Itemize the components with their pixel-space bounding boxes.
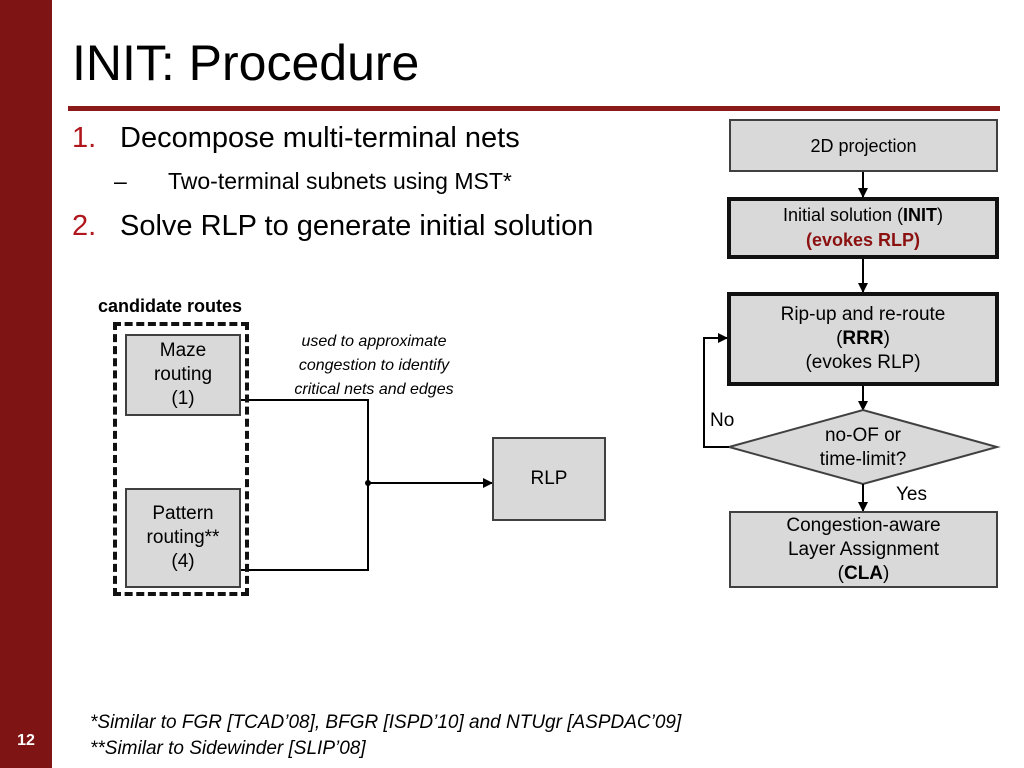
rrr-evokes: (evokes RLP) bbox=[805, 352, 921, 373]
pattern-line-3: (4) bbox=[171, 551, 195, 572]
usage-note: used to approximate congestion to identi… bbox=[268, 330, 480, 402]
footnote-1: *Similar to FGR [TCAD’08], BFGR [ISPD’10… bbox=[90, 712, 682, 733]
candidate-routes-label: candidate routes bbox=[98, 296, 243, 316]
sub-bullet-1: – Two-terminal subnets using MST* bbox=[114, 168, 512, 195]
slide-number: 12 bbox=[17, 732, 35, 749]
bullet-2: 2. Solve RLP to generate initial solution bbox=[72, 210, 593, 243]
bullet-2-number: 2. bbox=[72, 210, 97, 242]
rrr-line-1: Rip-up and re-route bbox=[780, 304, 946, 325]
note-line-2: congestion to identify bbox=[298, 357, 450, 374]
sub-bullet-1-text: Two-terminal subnets using MST* bbox=[168, 168, 512, 194]
pattern-line-1: Pattern bbox=[152, 503, 214, 524]
rrr-box: Rip-up and re-route (RRR) (evokes RLP) bbox=[727, 292, 999, 386]
cla-open: ( bbox=[837, 562, 844, 584]
maze-line-1: Maze bbox=[159, 340, 207, 361]
cla-line-2: Layer Assignment bbox=[787, 538, 940, 560]
footnote-2: **Similar to Sidewinder [SLIP’08] bbox=[90, 738, 366, 759]
sidebar-band bbox=[0, 0, 52, 768]
init-text: Initial solution ( bbox=[782, 205, 904, 225]
note-line-1: used to approximate bbox=[301, 333, 447, 350]
decision-line-2: time-limit? bbox=[819, 449, 907, 470]
rrr-open: ( bbox=[836, 328, 843, 349]
cla-line-3: (CLA) bbox=[838, 562, 890, 586]
bullet-1-number: 1. bbox=[72, 122, 97, 154]
maze-line-3: (1) bbox=[171, 388, 195, 409]
cla-close: ) bbox=[883, 562, 890, 584]
bullet-2-text: Solve RLP to generate initial solution bbox=[120, 210, 594, 242]
init-box: Initial solution (INIT) (evokes RLP) bbox=[727, 197, 999, 259]
candidate-routes-group bbox=[113, 322, 249, 596]
yes-label: Yes bbox=[896, 484, 927, 505]
title-divider bbox=[68, 106, 1000, 111]
maze-routing-box: Maze routing (1) bbox=[125, 334, 241, 416]
rlp-label: RLP bbox=[530, 468, 568, 489]
pattern-routing-box: Pattern routing** (4) bbox=[125, 488, 241, 588]
init-evokes: (evokes RLP) bbox=[805, 230, 921, 250]
slide-title: INIT: Procedure bbox=[72, 35, 420, 91]
pattern-line-2: routing** bbox=[146, 527, 220, 548]
decision-line-1: no-OF or bbox=[824, 425, 902, 446]
sub-bullet-dash: – bbox=[114, 168, 127, 194]
cla-line-1: Congestion-aware bbox=[786, 514, 941, 536]
init-close: ) bbox=[937, 205, 944, 225]
projection-box: 2D projection bbox=[729, 119, 998, 172]
cla-box: Congestion-aware Layer Assignment (CLA) bbox=[729, 511, 998, 588]
init-line-1: Initial solution (INIT) bbox=[783, 203, 943, 228]
decision-text: no-OF or time-limit? bbox=[760, 424, 966, 472]
projection-label: 2D projection bbox=[810, 135, 917, 156]
rlp-box: RLP bbox=[492, 437, 606, 521]
cla-bold: CLA bbox=[843, 562, 884, 584]
no-label: No bbox=[710, 410, 735, 431]
rrr-line-2: (RRR) bbox=[836, 327, 890, 351]
init-bold: INIT bbox=[903, 205, 938, 225]
rrr-close: ) bbox=[883, 328, 890, 349]
rrr-bold: RRR bbox=[842, 328, 884, 349]
maze-line-2: routing bbox=[153, 364, 213, 385]
bullet-1-text: Decompose multi-terminal nets bbox=[120, 122, 520, 154]
note-line-3: critical nets and edges bbox=[294, 381, 454, 398]
bullet-1: 1. Decompose multi-terminal nets bbox=[72, 122, 520, 155]
